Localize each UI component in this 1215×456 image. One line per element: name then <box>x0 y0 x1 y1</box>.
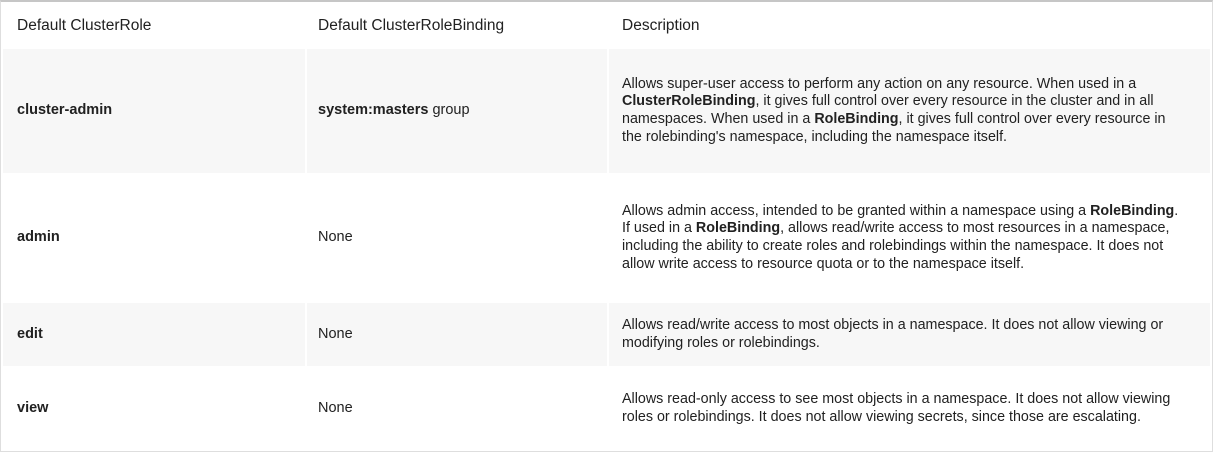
text-segment: None <box>318 229 353 246</box>
text-segment: Allows read/write access to most objects… <box>622 316 1164 351</box>
table-row: view None Allows read-only access to see m… <box>3 368 1210 449</box>
column-header-default-clusterrole: Default ClusterRole <box>3 4 305 47</box>
description-cell: Allows super-user access to perform any … <box>609 49 1210 173</box>
description-cell: Allows admin access, intended to be gran… <box>609 175 1210 301</box>
table-header: Default ClusterRole Default ClusterRoleB… <box>3 4 1210 47</box>
table-row: edit None Allows read/write access to most… <box>3 303 1210 366</box>
clusterrole-name-cell: admin <box>3 175 305 301</box>
text-segment: Allows read-only access to see most obje… <box>622 390 1171 425</box>
bold-text-segment: RoleBinding <box>695 220 781 237</box>
bold-text-segment: ClusterRoleBinding <box>622 93 756 110</box>
table-header-row: Default ClusterRole Default ClusterRoleB… <box>3 4 1210 47</box>
description-cell: Allows read-only access to see most obje… <box>609 368 1210 449</box>
clusterrole-name-cell: view <box>3 368 305 449</box>
clusterrolebinding-cell: system:masters group <box>307 49 607 173</box>
clusterrole-name-cell: edit <box>3 303 305 366</box>
text-segment: , it gives full control over every resou… <box>622 93 1154 127</box>
text-segment: None <box>318 325 353 342</box>
bold-text-segment: RoleBinding <box>814 111 899 127</box>
bold-text-segment: system:masters <box>318 102 429 119</box>
description-cell: Allows read/write access to most objects… <box>609 303 1210 366</box>
clusterrolebinding-cell: None <box>307 368 607 449</box>
text-segment: group <box>428 102 470 119</box>
text-segment: Allows admin access, intended to be gran… <box>622 202 1091 219</box>
column-header-default-clusterrolebinding: Default ClusterRoleBinding <box>307 4 607 47</box>
clusterrolebinding-cell: None <box>307 175 607 301</box>
text-segment: . If used in a <box>622 202 1179 237</box>
clusterrolebinding-cell: None <box>307 303 607 366</box>
text-segment: , allows read/write access to most resou… <box>622 220 1170 272</box>
text-segment: , it gives full control over every resou… <box>622 111 1166 145</box>
column-header-description: Description <box>609 4 1210 47</box>
text-segment: None <box>318 399 353 416</box>
bold-text-segment: RoleBinding <box>1090 202 1175 219</box>
text-segment: Allows super-user access to perform any … <box>622 75 1137 92</box>
clusterrole-name-cell: cluster-admin <box>3 49 305 173</box>
table-row: admin None Allows admin access, intended t… <box>3 175 1210 301</box>
